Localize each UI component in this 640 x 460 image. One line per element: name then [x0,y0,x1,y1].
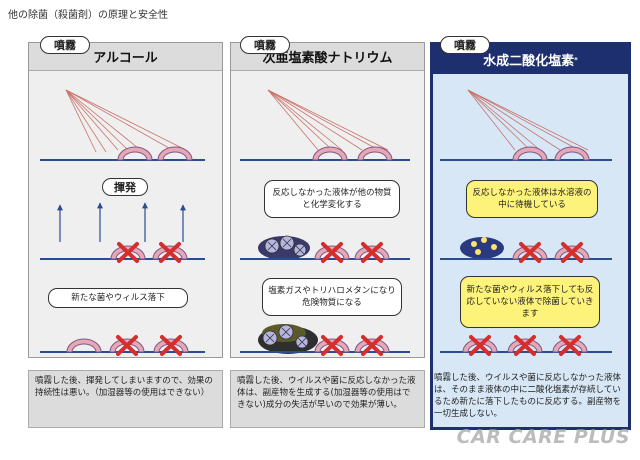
note-hazardous-substance: 塩素ガスやトリハロメタンになり危険物質になる [262,278,402,316]
logo: CAR CARE PLUS [456,426,630,448]
description-aqueous-chlorine-dioxide: 噴霧した後、ウイルスや菌に反応しなかった液体は、そのまま液体の中に二酸化塩素が存… [434,373,622,419]
spray-lines-3 [467,89,589,151]
germ [157,146,193,161]
description-sodium-hypochlorite: 噴霧した後、ウイルスや菌に反応しなかった液体は、副産物を生成する(加湿器等の使用… [230,370,425,428]
heading-text: 水成二酸化塩素 [483,54,575,69]
germ [117,146,153,161]
spray-label: 噴霧 [440,36,490,54]
evaporate-label: 揮発 [102,178,148,196]
spray-label: 噴霧 [40,36,90,54]
spray-label: 噴霧 [240,36,290,54]
description-alcohol: 噴霧した後、揮発してしまいますので、効果の持続性は悪い。（加湿器等の使用はできな… [28,370,223,428]
panel-sodium-hypochlorite-heading: 次亜塩素酸ナトリウム [231,43,424,71]
germ [512,146,548,161]
note-new-germs-falling: 新たな菌やウィルス落下 [48,288,188,308]
heading-mark: * [574,55,578,64]
germ [66,338,102,353]
waiting-solution [460,237,504,259]
spray-lines-2 [267,89,389,151]
toxic-cloud [258,324,318,354]
evaporation-arrows [57,202,186,242]
page-title: 他の除菌（殺菌剤）の原理と安全性 [8,10,168,21]
spray-lines-1 [65,89,187,153]
germ [554,146,590,161]
byproduct-cloud [258,235,310,260]
note-continued-disinfection: 新たな菌やウィルス落下しても反応していない液体で除菌していきます [460,276,600,328]
germ [312,146,348,161]
note-solution-standby: 反応しなかった液体は水溶液の中に待機している [466,180,598,218]
germ [357,146,393,161]
panel-aqueous-chlorine-dioxide: 水成二酸化塩素* [430,42,631,430]
note-chemical-change: 反応しなかった液体が他の物質と化学変化する [264,180,400,218]
